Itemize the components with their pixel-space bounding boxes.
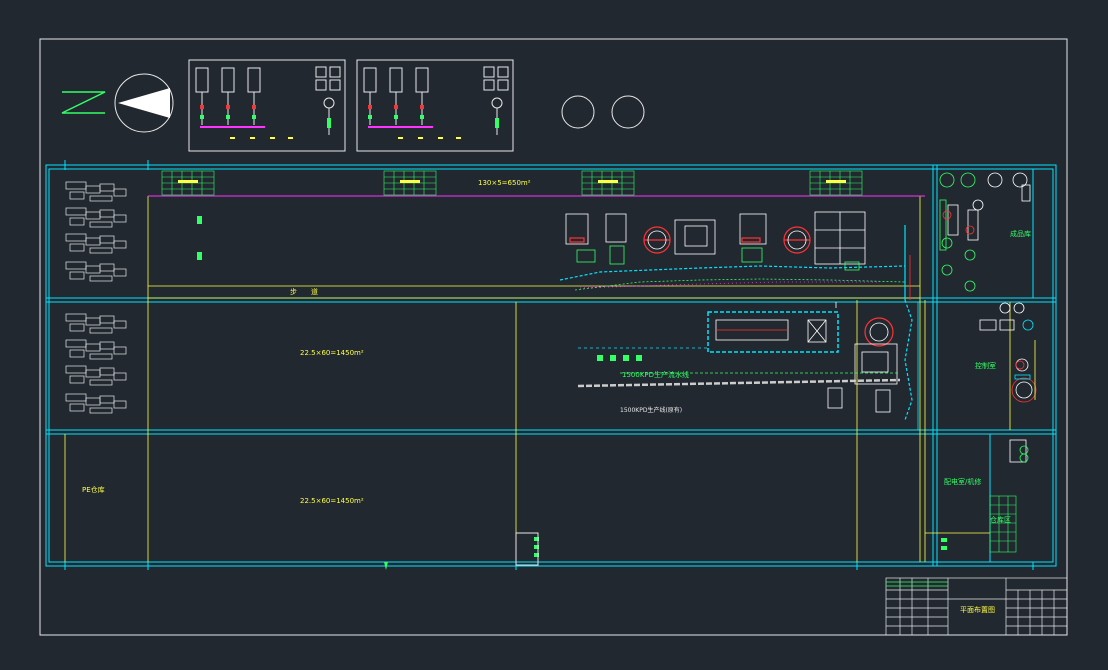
east-top-room-label: 成品库 xyxy=(1010,229,1031,238)
detail-panel-1 xyxy=(188,59,346,152)
tank-circle-1 xyxy=(561,95,595,129)
roof-area-label: 130×5=650m² xyxy=(478,179,531,187)
skylight-tag xyxy=(826,180,846,183)
existing-line-label: 1500KPD生产线(原有) xyxy=(620,406,682,414)
east-room-equipment xyxy=(939,172,1037,463)
skylight-tag xyxy=(400,180,420,183)
bay-middle-area-label: 22.5×60=1450m² xyxy=(300,349,364,357)
north-arrow-icon xyxy=(61,91,106,114)
skylight-tag xyxy=(598,180,618,183)
detail-panel-2 xyxy=(356,59,514,152)
door-frame xyxy=(515,532,539,566)
compass-rose-icon xyxy=(114,73,174,133)
title-block-name: 平面布置图 xyxy=(960,605,995,614)
corridor-label: 步 道 xyxy=(290,287,332,296)
east-low-room-label: 配电室/机修 xyxy=(944,477,981,486)
left-storage-racks xyxy=(65,181,127,414)
yellow-structure-lines xyxy=(64,196,1011,562)
drawing-frame xyxy=(39,38,1068,636)
grid-marker xyxy=(384,562,388,570)
bay-markers xyxy=(197,216,947,557)
east-store-label: 仓库区 xyxy=(990,515,1011,524)
pe-store-label: PE仓库 xyxy=(82,485,105,494)
title-block xyxy=(885,577,1068,636)
production-line-label: 1500KPD生产流水线 xyxy=(622,370,689,379)
middle-production-line xyxy=(577,299,919,430)
tank-circle-2 xyxy=(611,95,645,129)
bay-bottom-area-label: 22.5×60=1450m² xyxy=(300,497,364,505)
upper-equipment-cluster xyxy=(559,211,911,300)
line-tags xyxy=(597,355,642,361)
skylight-tag xyxy=(178,180,198,183)
east-mid-room-label: 控制室 xyxy=(975,361,996,370)
